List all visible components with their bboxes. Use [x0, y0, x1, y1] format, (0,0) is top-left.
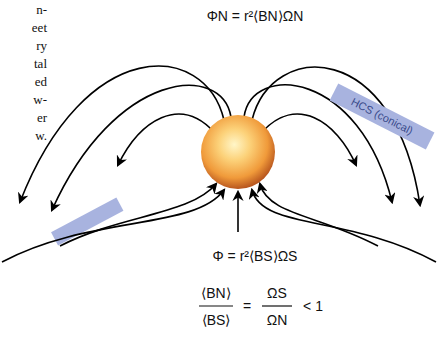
caption-fragment: w. [35, 129, 47, 144]
equals-sign: = [243, 298, 251, 314]
caption-fragment: er [37, 111, 47, 126]
fraction-term: ⟨BS⟩ [202, 312, 231, 328]
fraction-term: ⟨BN⟩ [201, 285, 230, 301]
band-label: HCS (conical) [349, 96, 415, 137]
hcs-band: HCS (conical) [330, 84, 435, 150]
caption-fragment: n- [36, 3, 47, 18]
caption-fragment: w- [33, 93, 47, 108]
caption-fragment: ry [36, 39, 47, 54]
flux-formula: ΦN = r²⟨BN⟩ΩN [207, 8, 304, 24]
caption-fragment: tal [34, 57, 47, 72]
fraction-term: ΩN [267, 312, 288, 328]
caption-fragment: ed [35, 75, 47, 90]
star [201, 115, 275, 189]
fraction-term: ΩS [267, 285, 287, 301]
flux-formula: Φ = r²⟨BS⟩ΩS [213, 248, 298, 264]
inequality: < 1 [303, 298, 323, 314]
field-lines [2, 66, 436, 262]
caption-fragment: eet [32, 21, 47, 36]
